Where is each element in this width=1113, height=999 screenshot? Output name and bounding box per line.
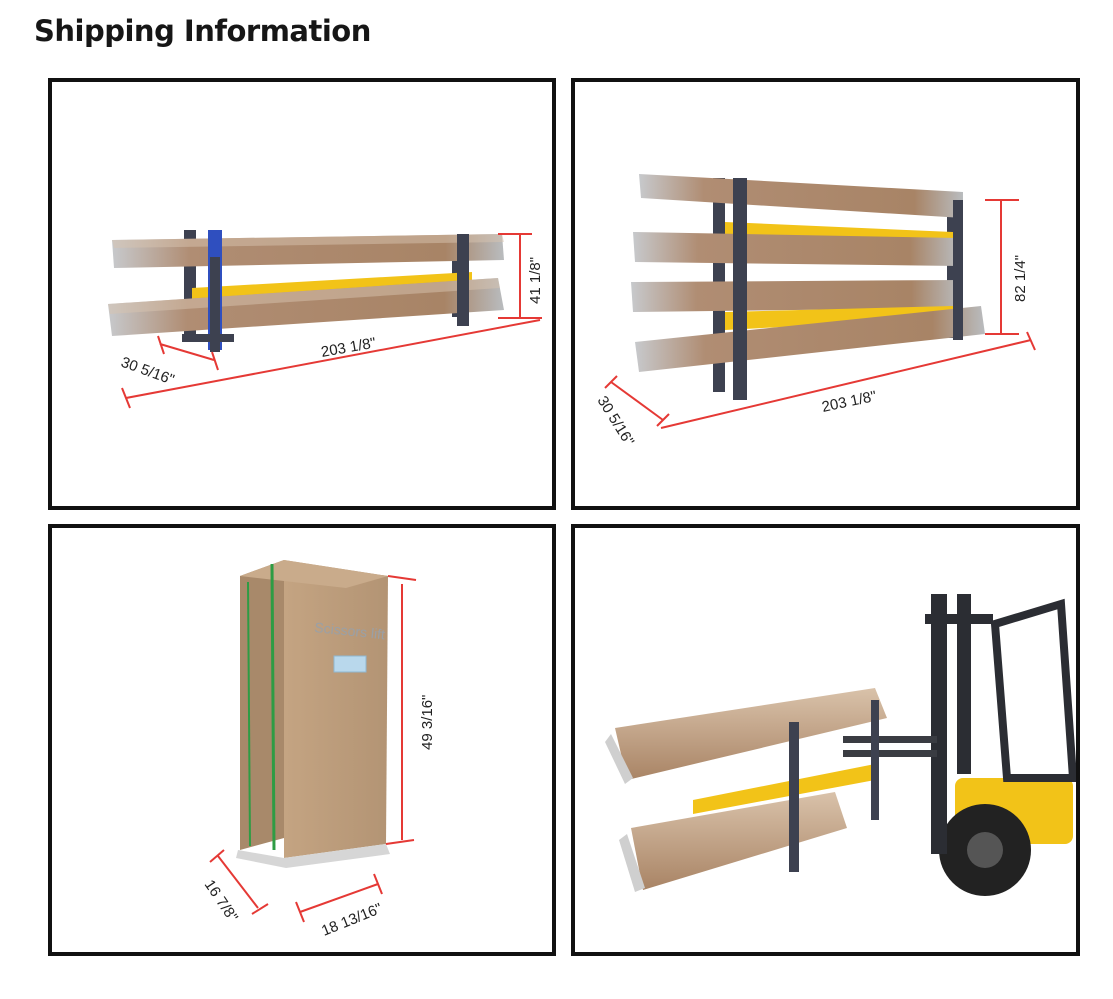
dimension-width-label: 30 5/16" (119, 354, 177, 389)
box-brand-text: Scissors lift (314, 619, 386, 642)
dimension-height-label: 41 1/8" (527, 257, 544, 304)
page-title: Shipping Information (34, 14, 371, 48)
shipping-photo-cardboard-box: Scissors lift 16 7/8" 18 13/16" 49 3/16" (48, 524, 556, 956)
dimension-height-label: 82 1/4" (1012, 255, 1029, 302)
dimension-height-label: 49 3/16" (419, 695, 436, 750)
four-layer-rack-illustration: 30 5/16" 203 1/8" 82 1/4" (594, 174, 1036, 449)
dimension-width-label: 30 5/16" (594, 393, 638, 449)
dimension-length-label: 203 1/8" (820, 388, 878, 416)
dimension-width-label: 18 13/16" (319, 900, 384, 940)
shipping-photo-four-layer-rack: 30 5/16" 203 1/8" 82 1/4" (571, 78, 1080, 510)
shipping-photo-two-layer-rack: 30 5/16" 203 1/8" 41 1/8" (48, 78, 556, 510)
cardboard-box-illustration: Scissors lift 16 7/8" 18 13/16" 49 3/16" (201, 560, 436, 940)
two-layer-rack-illustration: 30 5/16" 203 1/8" 41 1/8" (108, 230, 544, 409)
shipping-photo-forklift (571, 524, 1080, 956)
dimension-depth-label: 16 7/8" (201, 877, 241, 925)
forklift-illustration (605, 594, 1076, 896)
